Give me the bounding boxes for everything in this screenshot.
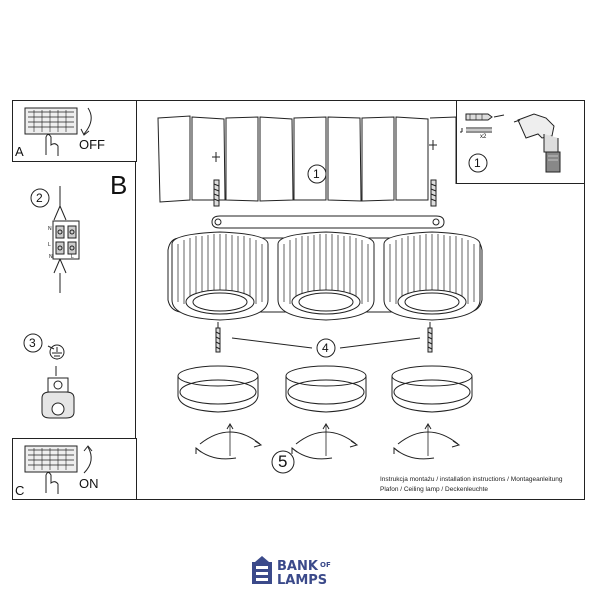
inset-step-1-number: 1 — [474, 156, 481, 170]
wiring-connector-icon — [52, 186, 80, 293]
brand-name-of: OF — [320, 561, 331, 569]
switch-on-icon — [24, 445, 78, 494]
lamp-body-icon — [167, 231, 483, 321]
panel-c-letter: C — [15, 483, 25, 498]
ground-symbol-icon — [47, 344, 65, 360]
screws-icon — [460, 127, 492, 133]
glass-cover-middle — [285, 365, 367, 413]
mounting-plate — [211, 215, 445, 229]
rotate-on-arrow-icon — [83, 445, 93, 474]
panel-c-action: ON — [79, 476, 99, 491]
lamp-shade-left — [171, 231, 269, 321]
brand-name-main: BANK — [277, 559, 318, 574]
inset-step-1-circle — [468, 153, 488, 173]
panel-a-letter: A — [15, 144, 24, 159]
bulb-screw-right-icon — [427, 322, 433, 353]
glass-cover-left — [177, 365, 259, 413]
glass-cover-right — [391, 365, 473, 413]
step-3-number: 3 — [29, 336, 36, 350]
rotate-arrow-left-icon — [195, 423, 263, 460]
step-5-circle — [271, 450, 295, 474]
ceiling-screw-left-icon — [212, 152, 220, 207]
rotate-arrow-right-icon — [393, 423, 461, 460]
panel-a-action: OFF — [79, 137, 105, 152]
wire-n-right: N — [49, 254, 53, 260]
step-1-circle — [307, 164, 327, 184]
brand-name-sub: LAMPS — [277, 573, 328, 588]
switch-off-icon — [24, 107, 78, 156]
lamp-shade-right — [383, 231, 481, 321]
drill-icon — [513, 113, 561, 173]
caption-line-2: Plafon / Ceiling lamp / Deckenleuchte — [380, 486, 489, 493]
step-2-circle — [30, 188, 50, 208]
wire-n-left: N — [48, 226, 52, 232]
step-4-circle — [316, 338, 336, 358]
wire-l-right: L — [71, 254, 74, 260]
step-2-number: 2 — [36, 191, 43, 205]
step-3-circle — [23, 333, 43, 353]
main-panel-label: B — [110, 170, 128, 200]
caption-line-1: Instrukcja montażu / installation instru… — [380, 476, 563, 483]
wire-l-left: L — [48, 242, 51, 248]
inset-quantity: x2 — [480, 134, 487, 140]
ceiling-screw-right-icon — [429, 140, 437, 207]
lamp-shade-middle — [277, 231, 375, 321]
bulb-screw-left-icon — [215, 322, 221, 353]
ceiling-panels — [157, 115, 457, 203]
step-4-leader-lines — [231, 337, 421, 349]
rotate-off-arrow-icon — [80, 107, 92, 136]
step-4-number: 4 — [322, 341, 329, 355]
ground-terminal-icon — [41, 366, 75, 419]
wall-plugs-icon — [465, 113, 505, 121]
brand-lighthouse-icon — [252, 556, 272, 584]
step-5-number: 5 — [278, 452, 288, 471]
rotate-arrow-middle-icon — [291, 423, 359, 460]
step-1-number: 1 — [313, 167, 320, 181]
